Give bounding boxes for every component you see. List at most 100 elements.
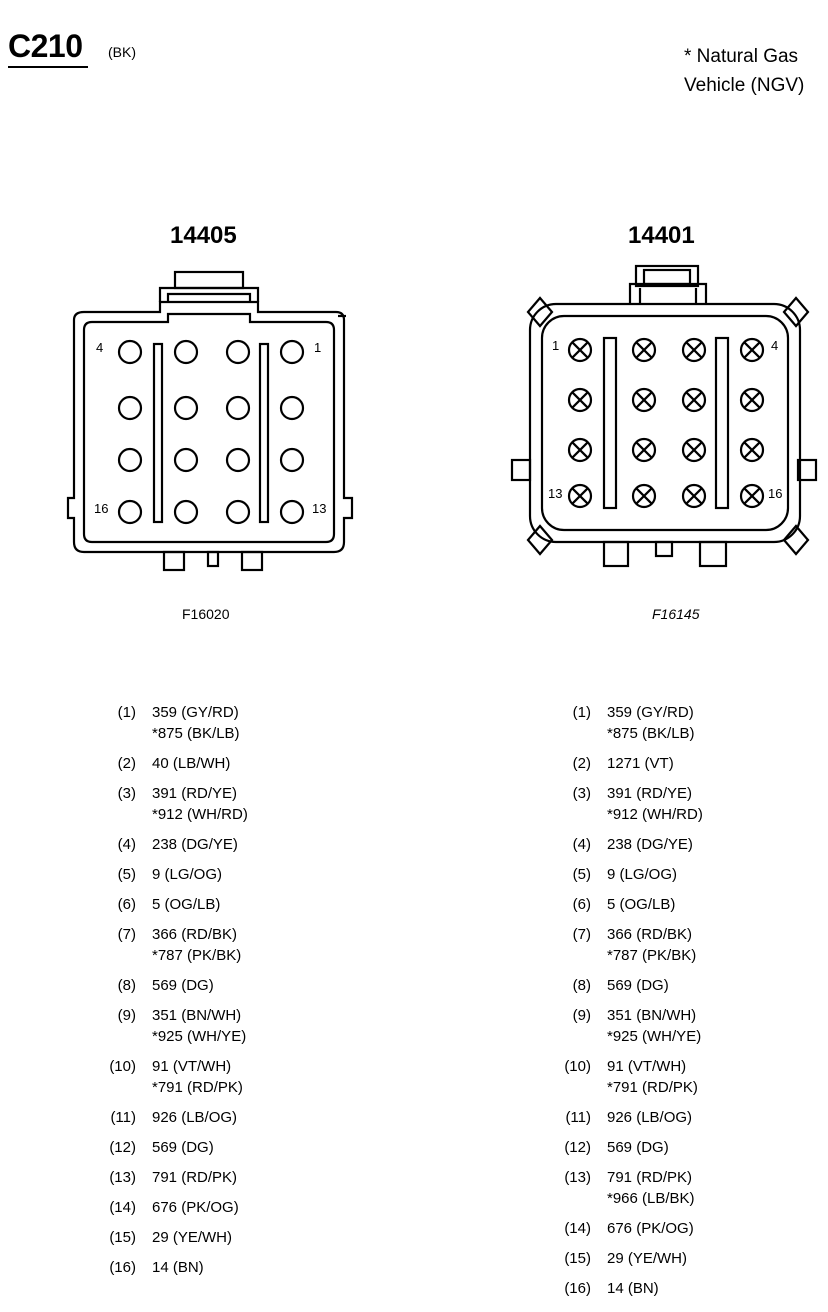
- left-wire-circuit: 14 (BN): [152, 1259, 204, 1276]
- left-wire-circuit: 29 (YE/WH): [152, 1229, 233, 1246]
- right-pin-number: (1): [572, 704, 591, 721]
- right-wire-circuit: 29 (YE/WH): [607, 1250, 688, 1267]
- right-pin-row: (14)676 (PK/OG): [555, 1218, 703, 1239]
- left-pin-number: (7): [117, 926, 136, 943]
- right-connector-id: 14401: [628, 222, 695, 249]
- left-wire-circuit: 5 (OG/LB): [152, 896, 221, 913]
- left-pin-cavity: [225, 339, 251, 365]
- right-pin-row: (12)569 (DG): [555, 1137, 703, 1158]
- right-divider-bar-1: [602, 336, 618, 510]
- left-pin-row: (4)238 (DG/YE): [100, 834, 248, 855]
- right-pin-number: (12): [564, 1139, 591, 1156]
- left-wire-circuit: 91 (VT/WH): [152, 1058, 232, 1075]
- left-pin-number: (16): [109, 1259, 136, 1276]
- left-foot-3: [240, 550, 264, 572]
- right-pin-row: (6)5 (OG/LB): [555, 894, 703, 915]
- right-pin-cavity-cross: [635, 441, 653, 459]
- right-pin-number: (5): [572, 866, 591, 883]
- right-pin-cavity-cross: [743, 391, 761, 409]
- left-pin-cavity: [279, 339, 305, 365]
- right-wire-circuit: 391 (RD/YE): [607, 785, 693, 802]
- right-pin-row: (15)29 (YE/WH): [555, 1248, 703, 1269]
- left-pin-wires: 238 (DG/YE): [152, 834, 238, 855]
- left-wire-circuit: 359 (GY/RD): [152, 704, 239, 721]
- left-wire-circuit: *875 (BK/LB): [152, 725, 240, 742]
- right-pin-cavity: [567, 483, 593, 509]
- left-figure-id: F16020: [182, 606, 230, 622]
- left-pin-cavity: [117, 499, 143, 525]
- right-pin-cavity-cross: [571, 487, 589, 505]
- right-wire-circuit: 91 (VT/WH): [607, 1058, 687, 1075]
- right-pin-row: (2)1271 (VT): [555, 753, 703, 774]
- left-pin-wires: 366 (RD/BK)*787 (PK/BK): [152, 924, 241, 966]
- left-pin-wires: 359 (GY/RD) *875 (BK/LB): [152, 702, 240, 744]
- left-pin-wires: 351 (BN/WH)*925 (WH/YE): [152, 1005, 246, 1047]
- left-inner-body: [82, 312, 336, 544]
- right-pin-wires: 29 (YE/WH): [607, 1248, 687, 1269]
- right-wire-circuit: 9 (LG/OG): [607, 866, 678, 883]
- left-divider-bar-1: [152, 342, 164, 524]
- right-pin-number: (3): [572, 785, 591, 802]
- right-pin-cavity-cross: [685, 341, 703, 359]
- left-pin-row: (10)91 (VT/WH)*791 (RD/PK): [100, 1056, 248, 1098]
- left-pin-row: (9)351 (BN/WH)*925 (WH/YE): [100, 1005, 248, 1047]
- right-pin-number: (10): [564, 1058, 591, 1075]
- right-corner-tr: [782, 296, 810, 328]
- left-connector-diagram: 4 1 16 13: [66, 270, 354, 572]
- left-wire-circuit: 791 (RD/PK): [152, 1169, 238, 1186]
- left-label-1: 1: [314, 340, 321, 355]
- left-pin-row: (15) 29 (YE/WH): [100, 1227, 248, 1248]
- right-pin-cavity: [681, 483, 707, 509]
- right-wire-circuit: 14 (BN): [607, 1280, 659, 1297]
- right-pin-number: (9): [572, 1007, 591, 1024]
- right-pin-wires: 569 (DG): [607, 975, 669, 996]
- left-pin-number: (15): [109, 1229, 136, 1246]
- left-pin-wires: 569 (DG): [152, 975, 214, 996]
- right-pin-cavity: [567, 337, 593, 363]
- right-pin-cavity-cross: [635, 341, 653, 359]
- right-outer-body: [528, 302, 802, 544]
- right-pin-row: (8) 569 (DG): [555, 975, 703, 996]
- left-pin-row: (2)40 (LB/WH): [100, 753, 248, 774]
- right-pin-row: (11)926 (LB/OG): [555, 1107, 703, 1128]
- right-pin-number: (7): [572, 926, 591, 943]
- right-pin-number: (2): [572, 755, 591, 772]
- left-wire-circuit: *791 (RD/PK): [152, 1079, 243, 1096]
- left-pin-row: (14)676 (PK/OG): [100, 1197, 248, 1218]
- left-pin-wires: 5 (OG/LB): [152, 894, 220, 915]
- right-pin-cavity: [631, 387, 657, 413]
- left-pin-wires: 569 (DG): [152, 1137, 214, 1158]
- left-pin-cavity: [117, 339, 143, 365]
- right-pin-wires: 391 (RD/YE)*912 (WH/RD): [607, 783, 703, 825]
- right-pin-wires: 5 (OG/LB): [607, 894, 675, 915]
- left-label-16: 16: [94, 501, 108, 516]
- right-pin-row: (1)359 (GY/RD)*875 (BK/LB): [555, 702, 703, 744]
- left-pin-row: (11)926 (LB/OG): [100, 1107, 248, 1128]
- right-side-tab-right: [796, 458, 818, 482]
- left-pin-cavity: [173, 447, 199, 473]
- right-pin-number: (13): [564, 1169, 591, 1186]
- right-pin-cavity-cross: [685, 487, 703, 505]
- left-pin-wires: 391 (RD/YE)*912 (WH/RD): [152, 783, 248, 825]
- right-wire-circuit: 351 (BN/WH): [607, 1007, 697, 1024]
- right-pin-number: (8): [572, 977, 591, 994]
- left-pin-wires: 926 (LB/OG): [152, 1107, 237, 1128]
- left-foot-1: [162, 550, 186, 572]
- right-label-13: 13: [548, 486, 562, 501]
- right-corner-bl: [526, 524, 554, 556]
- right-pin-cavity: [739, 437, 765, 463]
- right-divider-bar-2: [714, 336, 730, 510]
- right-pin-cavity: [739, 483, 765, 509]
- right-corner-tl: [526, 296, 554, 328]
- right-pin-wires: 14 (BN): [607, 1278, 659, 1299]
- left-wire-circuit: 391 (RD/YE): [152, 785, 238, 802]
- right-foot-1: [602, 540, 630, 568]
- right-wire-circuit: 676 (PK/OG): [607, 1220, 694, 1237]
- left-divider-bar-2: [258, 342, 270, 524]
- right-wire-circuit: 366 (RD/BK): [607, 926, 693, 943]
- right-label-1: 1: [552, 338, 559, 353]
- left-wire-circuit: 366 (RD/BK): [152, 926, 238, 943]
- connector-code: C210: [8, 28, 83, 64]
- right-pin-cavity-cross: [571, 441, 589, 459]
- right-pin-cavity: [739, 387, 765, 413]
